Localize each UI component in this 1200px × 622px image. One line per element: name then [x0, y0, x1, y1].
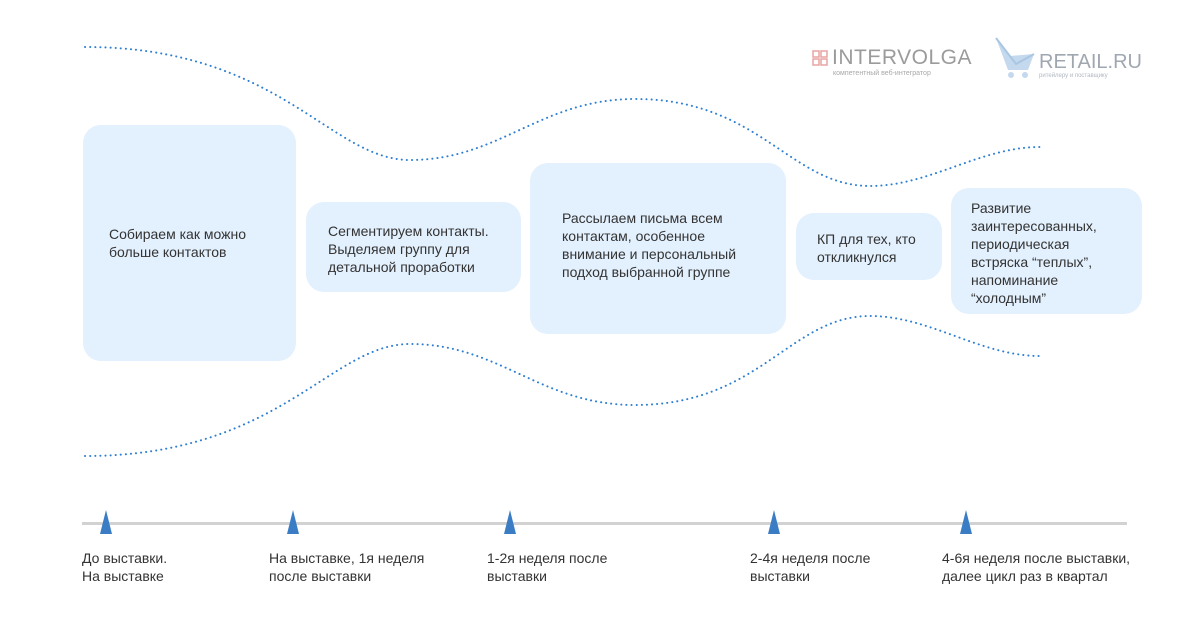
- stage-text-line: Развитие: [971, 200, 1032, 216]
- stage-text-line: больше контактов: [109, 244, 227, 260]
- funnel-bottom-curve: [84, 314, 1041, 457]
- stage-card-nurture: Развитие заинтересованных, периодическая…: [951, 188, 1142, 314]
- stage-text-line: периодическая: [971, 236, 1070, 252]
- timeline-label-line: 4-6я неделя после выставки,: [942, 550, 1131, 566]
- timeline-label-line: выставки: [750, 568, 810, 584]
- timeline-label-line: На выставке, 1я неделя: [269, 550, 425, 566]
- intervolga-logo: INTERVOLGA компетентный веб-интегратор: [812, 47, 972, 83]
- retail-name: RETAIL.RU: [1039, 51, 1142, 73]
- stage-card-collect: Собираем как можно больше контактов: [83, 125, 296, 361]
- intervolga-tagline: компетентный веб-интегратор: [833, 70, 931, 77]
- stage-card-mailing: Рассылаем письма всем контактам, особенн…: [530, 163, 786, 334]
- stage-text-line: встряска “теплых”,: [971, 254, 1093, 270]
- timeline-label: 2-4я неделя после выставки: [750, 549, 870, 585]
- stage-text-line: Сегментируем контакты.: [328, 223, 489, 239]
- timeline-label-line: 1-2я неделя после: [487, 550, 608, 566]
- intervolga-name: INTERVOLGA: [832, 46, 972, 69]
- timeline-marker-icon: [504, 510, 516, 534]
- timeline-label-line: На выставке: [82, 568, 164, 584]
- stage-card-offer: КП для тех, кто откликнулся: [796, 213, 942, 280]
- stage-text-line: откликнулся: [817, 249, 897, 265]
- stage-text-line: Рассылаем письма всем: [562, 210, 723, 226]
- funnel-top-curve: [84, 46, 1041, 188]
- timeline-marker-icon: [768, 510, 780, 534]
- stage-text-line: напоминание: [971, 272, 1059, 288]
- timeline-marker-icon: [100, 510, 112, 534]
- stage-text-line: подход выбранной группе: [562, 264, 731, 280]
- timeline-label: До выставки. На выставке: [82, 549, 167, 585]
- shopping-cart-icon: [995, 37, 1035, 78]
- retail-logo: RETAIL.RU ритейлеру и поставщику: [994, 36, 1150, 82]
- intervolga-grid-icon: [812, 50, 828, 66]
- stage-text-line: “холодным”: [971, 290, 1047, 306]
- stage-text-line: заинтересованных,: [971, 218, 1097, 234]
- timeline-label: 1-2я неделя после выставки: [487, 549, 607, 585]
- timeline-label-line: далее цикл раз в квартал: [942, 568, 1108, 584]
- retail-tagline: ритейлеру и поставщику: [1039, 73, 1108, 79]
- timeline-label-line: выставки: [487, 568, 547, 584]
- stage-text-line: Собираем как можно: [109, 226, 246, 242]
- stage-text-line: внимание и персональный: [562, 246, 737, 262]
- stage-text-line: детальной проработки: [328, 259, 475, 275]
- stage-card-segment: Сегментируем контакты. Выделяем группу д…: [306, 202, 521, 292]
- stage-text-line: КП для тех, кто: [817, 231, 916, 247]
- timeline-axis: [82, 522, 1127, 525]
- timeline-marker-icon: [960, 510, 972, 534]
- timeline-label: На выставке, 1я неделя после выставки: [269, 549, 424, 585]
- timeline-label-line: До выставки.: [82, 550, 168, 566]
- timeline-label: 4-6я неделя после выставки, далее цикл р…: [942, 549, 1130, 585]
- stage-text-line: Выделяем группу для: [328, 241, 470, 257]
- timeline-label-line: 2-4я неделя после: [750, 550, 871, 566]
- timeline-marker-icon: [287, 510, 299, 534]
- timeline-label-line: после выставки: [269, 568, 372, 584]
- stage-text-line: контактам, особенное: [562, 228, 705, 244]
